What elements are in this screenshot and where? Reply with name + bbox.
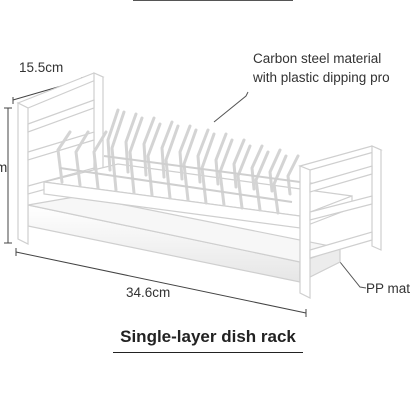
height-dimension-line (4, 107, 12, 244)
width-label: 15.5cm (19, 60, 64, 75)
divider-rails (59, 155, 331, 203)
tray-callout-line (339, 261, 367, 289)
height-label: m (0, 160, 8, 175)
tray-material-label: PP mat (366, 281, 411, 296)
rack-material-label-line2: with plastic dipping pro (253, 70, 390, 85)
length-label: 34.6cm (126, 285, 171, 300)
caption-underline (113, 352, 303, 353)
length-dimension-line (15, 248, 307, 317)
top-divider (133, 0, 293, 1)
product-caption: Single-layer dish rack (120, 327, 296, 346)
right-end-frame (298, 145, 383, 299)
rack-material-label-line1: Carbon steel material (253, 51, 382, 66)
material-callout-line (213, 91, 249, 123)
